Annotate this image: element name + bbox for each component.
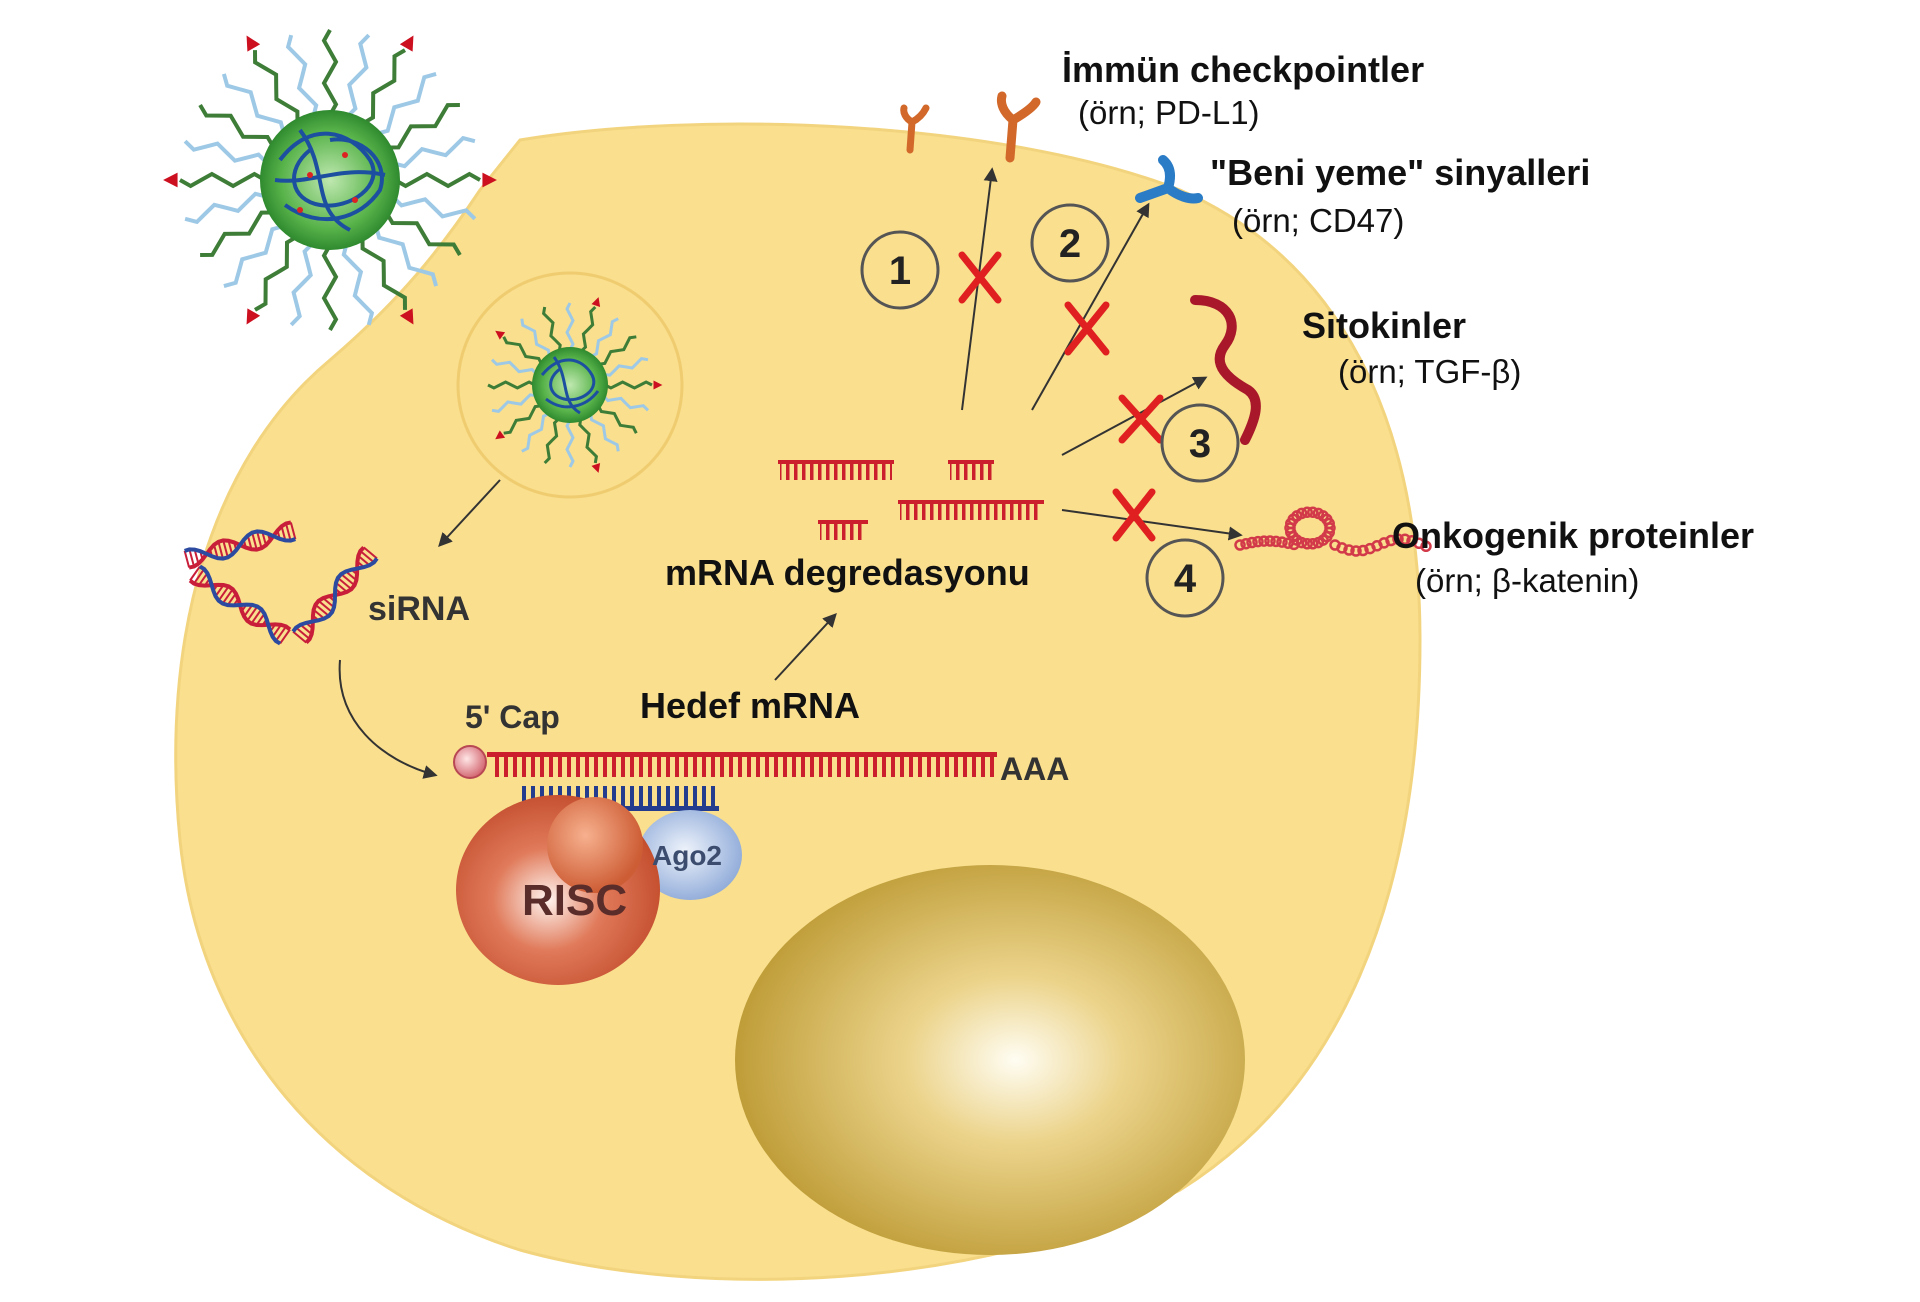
cytokine-title: Sitokinler: [1302, 305, 1466, 346]
cd47-receptor-icon: [1135, 155, 1203, 204]
mrna-fragments: [778, 460, 1044, 540]
ago2-subunit: [638, 810, 742, 900]
degradation-label: mRNA degredasyonu: [665, 552, 1030, 593]
sirna-duplex-icon: [183, 520, 379, 646]
cap-icon: [453, 745, 487, 779]
target-label: Hedef mRNA: [640, 685, 860, 726]
risc-label: RISC: [522, 876, 627, 925]
target-mrna: [453, 745, 997, 779]
cross-mark-icon: [958, 251, 1164, 542]
dont-eat-title: "Beni yeme" sinyalleri: [1210, 152, 1590, 193]
immune-title: İmmün checkpointler: [1062, 49, 1424, 90]
onco-sub: (örn; β-katenin): [1415, 562, 1639, 599]
polyA-label: AAA: [1000, 751, 1069, 787]
endosome-icon: [456, 271, 684, 499]
svg-text:1: 1: [889, 249, 911, 293]
cap-label: 5' Cap: [465, 699, 560, 735]
pathway-3: 3: [1160, 403, 1240, 483]
svg-text:4: 4: [1174, 557, 1197, 601]
cytokine-icon: [1190, 295, 1261, 445]
pathway-1: 1: [860, 230, 940, 310]
pdl1-receptor-icon: [996, 91, 1041, 163]
protein-chain-icon: [1234, 506, 1432, 557]
dont-eat-sub: (örn; CD47): [1232, 202, 1404, 239]
nanoparticle-icon: [163, 29, 497, 331]
svg-text:2: 2: [1059, 222, 1081, 266]
pathway-4: 4: [1145, 538, 1225, 618]
onco-title: Onkogenik proteinler: [1392, 515, 1754, 556]
nucleus: [735, 865, 1245, 1255]
pathway-2: 2: [1030, 203, 1110, 283]
sirna-label: siRNA: [368, 590, 470, 628]
receptor-icon: [900, 104, 930, 154]
immune-sub: (örn; PD-L1): [1078, 94, 1260, 131]
ago2-label: Ago2: [652, 840, 722, 871]
risc-complex: [456, 795, 742, 985]
svg-text:3: 3: [1189, 422, 1211, 466]
cytokine-sub: (örn; TGF-β): [1338, 353, 1521, 390]
